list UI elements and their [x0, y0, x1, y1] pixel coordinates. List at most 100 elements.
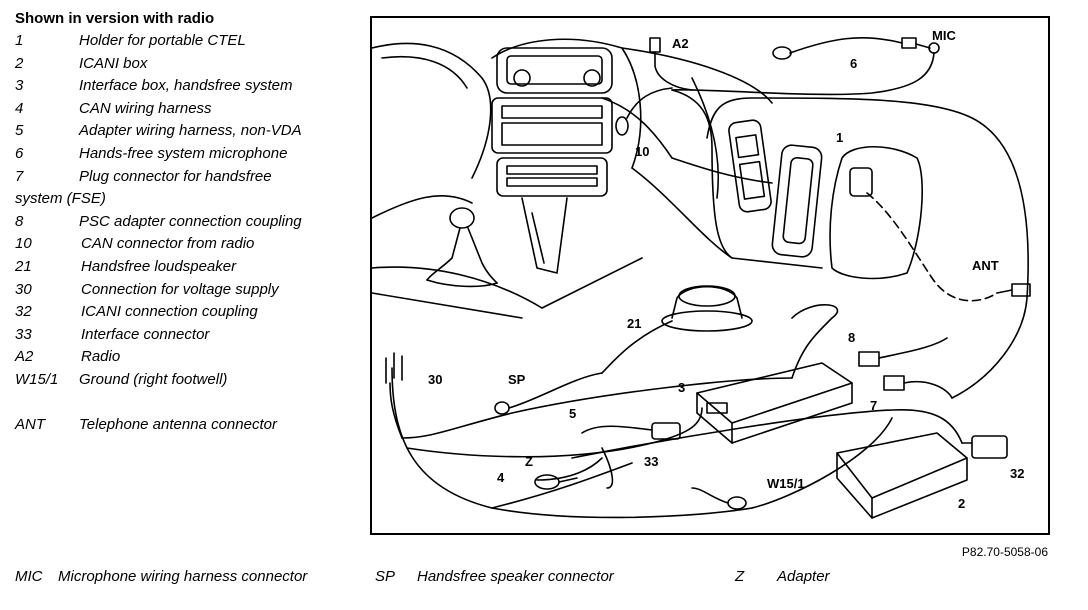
label-3: 3 [678, 380, 685, 395]
legend-code: 2 [15, 54, 24, 72]
wiring-diagram: A2 MIC 6 10 1 ANT 21 8 3 7 30 SP 5 33 Z … [370, 16, 1050, 535]
footer-sp-code: SP [375, 568, 396, 585]
legend-desc: Adapter wiring harness, non-VDA [79, 122, 302, 140]
footer-mic-desc: Microphone wiring harness connector [58, 568, 308, 585]
legend-code: 32 [15, 303, 32, 321]
harness-lower [391, 304, 893, 519]
label-ant: ANT [972, 258, 999, 273]
center-console [491, 47, 613, 274]
legend-desc: ICANI box [79, 54, 148, 72]
sp-connector [494, 372, 603, 415]
interface-box [696, 362, 853, 444]
connector-33 [581, 422, 681, 440]
diagram-drawing: A2 MIC 6 10 1 ANT 21 8 3 7 30 SP 5 33 Z … [372, 28, 1031, 519]
legend-item: 4 CAN wiring harness [15, 98, 355, 121]
legend-code: 21 [15, 257, 32, 275]
legend-code: ANT [15, 415, 45, 433]
legend-code: 10 [15, 235, 32, 253]
label-8: 8 [848, 330, 855, 345]
legend-desc: Plug connector for handsfree [79, 167, 272, 185]
legend-item: 5 Adapter wiring harness, non-VDA [15, 120, 355, 143]
dashboard-outline [372, 38, 823, 319]
legend-item: ANT Telephone antenna connector [15, 414, 355, 437]
legend-item: 21 Handsfree loudspeaker [15, 256, 355, 279]
label-10: 10 [635, 144, 649, 159]
label-7: 7 [870, 398, 877, 413]
icani-box [836, 432, 968, 519]
label-mic: MIC [932, 28, 956, 43]
phone-holder [771, 144, 823, 258]
portable-phone [728, 119, 772, 213]
legend-desc: CAN connector from radio [81, 235, 255, 253]
legend-continuation: system (FSE) [15, 190, 106, 208]
label-21: 21 [627, 316, 641, 331]
ground-w151 [691, 487, 747, 510]
label-6-mic: 6 [850, 56, 857, 71]
legend-desc: Ground (right footwell) [79, 370, 228, 388]
label-30: 30 [428, 372, 442, 387]
z-adapter [534, 474, 578, 490]
connector-32 [571, 408, 1008, 459]
legend-desc: Holder for portable CTEL [79, 32, 246, 49]
footer-z-desc: Adapter [777, 568, 830, 585]
loudspeaker [601, 285, 753, 374]
voltage-supply-30 [385, 352, 403, 439]
legend-item: A2 Radio [15, 346, 355, 369]
legend-desc: Interface box, handsfree system [79, 77, 293, 95]
legend-code: 6 [15, 144, 24, 162]
legend-item: 2 ICANI box [15, 53, 355, 76]
legend-code: 1 [15, 32, 24, 49]
legend-desc: Connection for voltage supply [81, 280, 279, 298]
legend-item: 3 Interface box, handsfree system [15, 75, 355, 98]
legend-code: 30 [15, 280, 32, 298]
label-33: 33 [644, 454, 658, 469]
legend-code: 33 [15, 325, 32, 343]
label-w151: W15/1 [767, 476, 805, 491]
legend-code: W15/1 [15, 370, 59, 388]
label-32: 32 [1010, 466, 1024, 481]
harness-loop [671, 89, 1031, 399]
label-1: 1 [836, 130, 843, 145]
legend: Shown in version with radio 1 Holder for … [15, 8, 355, 436]
legend-item: W15/1 Ground (right footwell) [15, 369, 355, 392]
legend-desc: Interface connector [81, 325, 210, 343]
legend-item: 6 Hands-free system microphone [15, 143, 355, 166]
label-a2: A2 [672, 36, 689, 51]
legend-code: 8 [15, 212, 24, 230]
legend-desc: ICANI connection coupling [81, 303, 258, 321]
legend-title: Shown in version with radio [15, 10, 215, 27]
legend-desc: PSC adapter connection coupling [79, 212, 302, 230]
legend-item: 1 Holder for portable CTEL [15, 30, 355, 53]
legend-code: 5 [15, 122, 24, 140]
legend-item: 10 CAN connector from radio [15, 233, 355, 256]
legend-code: 3 [15, 77, 24, 95]
footer-mic-code: MIC [15, 568, 43, 585]
legend-desc: Hands-free system microphone [79, 144, 288, 162]
legend-desc: Handsfree loudspeaker [81, 257, 237, 275]
connector-7 [883, 375, 953, 399]
legend-item: 8 PSC adapter connection coupling [15, 211, 355, 234]
legend-code: 4 [15, 99, 24, 117]
microphone-cable [671, 37, 940, 96]
legend-item: 7 Plug connector for handsfree [15, 166, 355, 189]
connector-8 [858, 337, 948, 367]
legend-desc: Radio [81, 348, 121, 366]
footer-z-code: Z [735, 568, 745, 585]
legend-code: A2 [15, 348, 34, 366]
legend-code: 7 [15, 167, 24, 185]
legend-desc: Telephone antenna connector [79, 415, 277, 433]
legend-item: 33 Interface connector [15, 324, 355, 347]
footer-sp-desc: Handsfree speaker connector [417, 568, 614, 585]
connector-10 [615, 87, 673, 136]
reference-code: P82.70-5058-06 [961, 545, 1048, 559]
label-z: Z [525, 454, 533, 469]
label-4: 4 [497, 470, 505, 485]
legend-desc: CAN wiring harness [79, 99, 212, 117]
label-5: 5 [569, 406, 576, 421]
label-2: 2 [958, 496, 965, 511]
legend-item: 32 ICANI connection coupling [15, 301, 355, 324]
legend-item: 30 Connection for voltage supply [15, 279, 355, 302]
label-sp: SP [508, 372, 526, 387]
diagram-labels: A2 MIC 6 10 1 ANT 21 8 3 7 30 SP 5 33 Z … [428, 28, 1024, 511]
holder-base [829, 145, 923, 280]
